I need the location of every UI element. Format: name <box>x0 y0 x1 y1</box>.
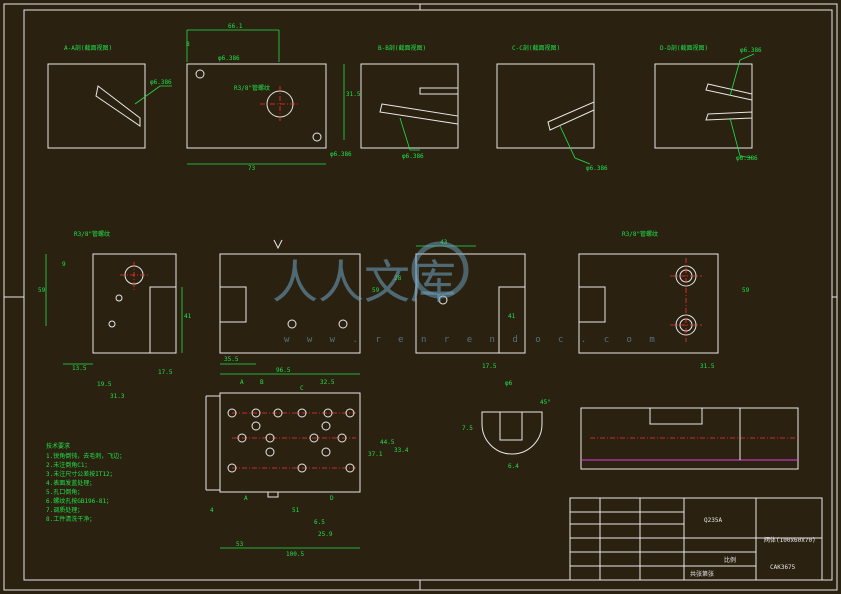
front-view-4: 59 31.5 R3/8"管螺纹 <box>578 230 750 370</box>
dim-bottom-1005: 100.5 <box>286 551 304 558</box>
section-view-b: B-B剖(截面视图) φ6.386 <box>360 44 459 160</box>
note-line-3: 3.未注尺寸公差按IT12； <box>46 470 116 478</box>
note-line-7: 7.调质处理； <box>46 506 83 514</box>
svg-text:φ6.386: φ6.386 <box>402 153 424 160</box>
svg-text:φ6: φ6 <box>505 380 513 387</box>
dim-bottom-259: 25.9 <box>318 531 333 538</box>
watermark-url: w w w . r e n r e n d o c . c o m <box>284 335 661 345</box>
dim-front-175: 17.5 <box>158 369 173 376</box>
top-view: 66.1 φ6.386 R3/8"管螺纹 73 31.5 B φ6.386 <box>186 23 361 172</box>
dim-front-59: 59 <box>38 287 46 294</box>
dim-bottom-371: 37.1 <box>368 451 383 458</box>
part-name: 阀体(100x60x70) <box>764 536 816 544</box>
watermark: 人人文库 w w w . r e n r e n d o c . c o m <box>272 241 661 345</box>
svg-text:D: D <box>330 495 334 502</box>
svg-text:B: B <box>260 379 264 386</box>
dim-hole-dia: φ6.386 <box>218 55 240 62</box>
svg-text:C: C <box>300 385 304 392</box>
watermark-text: 人人文库 <box>272 255 456 309</box>
svg-text:R3/8"管螺纹: R3/8"管螺纹 <box>622 230 658 238</box>
note-line-6: 6.螺纹孔按GB196-81； <box>46 497 112 505</box>
scale-label: 比例 <box>724 556 736 564</box>
dim-front-313: 31.3 <box>110 393 125 400</box>
svg-text:φ6.386: φ6.386 <box>586 165 608 172</box>
svg-text:41: 41 <box>508 313 516 320</box>
svg-text:28: 28 <box>394 275 402 282</box>
dim-bottom-65: 6.5 <box>314 519 325 526</box>
dim-front-41: 41 <box>184 313 192 320</box>
section-view-c: C-C剖(截面视图) φ6.386 <box>496 44 608 172</box>
dim-front2-355: 35.5 <box>224 356 239 363</box>
dim-detail-64: 6.4 <box>508 463 519 470</box>
svg-text:A: A <box>244 495 248 502</box>
svg-text:A: A <box>240 379 244 386</box>
dim-top-width: 66.1 <box>228 23 243 30</box>
notes-title: 技术要求 <box>46 442 70 450</box>
note-line-2: 2.未注倒角C1； <box>46 461 90 469</box>
dim-front-195: 19.5 <box>97 381 112 388</box>
material-label: Q235A <box>704 517 722 524</box>
section-d-label: D-D剖(截面视图) <box>660 44 708 52</box>
front-view-3: 43 17.5 41 28 <box>394 239 526 370</box>
svg-text:31.5: 31.5 <box>700 363 715 370</box>
drawing-number: CAK3675 <box>770 564 796 571</box>
bottom-view: 53 100.5 51 6.5 25.9 32.5 44.5 37.1 33.4… <box>205 379 409 558</box>
dim-bottom-334: 33.4 <box>394 447 409 454</box>
section-b-label: B-B剖(截面视图) <box>378 44 426 52</box>
dim-hole-radius: R3/8"管螺纹 <box>234 84 270 92</box>
dim-bottom-53: 53 <box>236 541 244 548</box>
technical-notes: 技术要求 1.锐角倒钝，去毛刺，飞边； 2.未注倒角C1； 3.未注尺寸公差按I… <box>46 442 125 523</box>
dim-detail-75: 7.5 <box>462 425 473 432</box>
front-view-1: 59 9 41 13.5 19.5 31.3 17.5 R3/8"管螺纹 <box>38 230 192 400</box>
svg-text:59: 59 <box>742 287 750 294</box>
inner-border <box>23 9 833 581</box>
svg-text:φ6.386: φ6.386 <box>150 79 172 86</box>
svg-text:φ6.386: φ6.386 <box>736 155 758 162</box>
side-strip-view <box>580 407 799 470</box>
detail-view: φ6 45° 7.5 6.4 <box>462 380 551 470</box>
section-view-a: A-A剖(截面视图) φ6.386 <box>47 44 172 149</box>
note-line-8: 8.工件清洗干净； <box>46 515 95 523</box>
svg-text:59: 59 <box>372 287 380 294</box>
dim-top-bottom: 73 <box>248 165 256 172</box>
front-view-2: 35.5 96.5 59 <box>219 239 380 375</box>
section-a-label: A-A剖(截面视图) <box>64 44 112 52</box>
note-line-1: 1.锐角倒钝，去毛刺，飞边； <box>46 452 125 460</box>
svg-text:B: B <box>186 41 190 48</box>
svg-text:17.5: 17.5 <box>482 363 497 370</box>
title-block: Q235A 阀体(100x60x70) CAK3675 比例 共张第张 <box>569 497 823 581</box>
section-c-label: C-C剖(截面视图) <box>512 44 560 52</box>
dim-detail-45: 45° <box>540 399 551 406</box>
note-line-5: 5.孔口倒角； <box>46 488 83 496</box>
dim-bottom-325: 32.5 <box>320 379 335 386</box>
dim-bottom-51: 51 <box>292 507 300 514</box>
note-line-4: 4.表面发蓝处理； <box>46 479 95 487</box>
dim-front2-965: 96.5 <box>276 367 291 374</box>
dim-front-135: 13.5 <box>72 365 87 372</box>
section-view-d: D-D剖(截面视图) φ6.386 φ6.386 <box>654 44 762 162</box>
sheet-label: 共张第张 <box>690 570 714 578</box>
svg-text:φ6.386: φ6.386 <box>330 151 352 158</box>
svg-text:R3/8"管螺纹: R3/8"管螺纹 <box>74 230 110 238</box>
dim-front-9: 9 <box>62 261 66 268</box>
dim-top-height: 31.5 <box>346 91 361 98</box>
dim-bottom-445: 44.5 <box>380 439 395 446</box>
dim-bottom-4: 4 <box>210 507 214 514</box>
svg-text:φ6.386: φ6.386 <box>740 47 762 54</box>
